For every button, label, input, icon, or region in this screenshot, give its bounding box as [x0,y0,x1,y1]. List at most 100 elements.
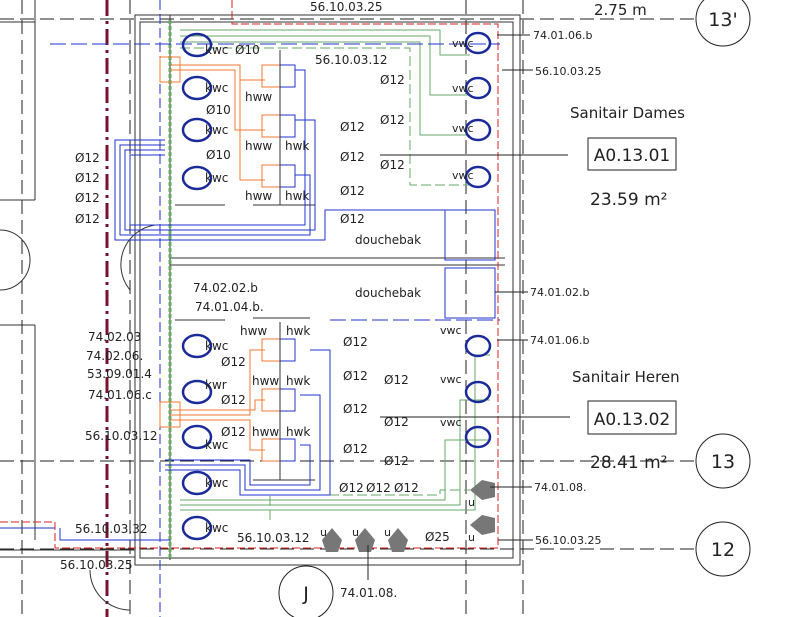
ref-tag: 74.01.06.c [88,388,152,402]
diameter-label: Ø12 [366,481,391,495]
area-label: 2.75 m [594,1,647,19]
fixture-label: kwc [205,521,228,535]
room-code-heren[interactable]: A0.13.02 [594,410,671,430]
fixture-label: hwk [286,425,310,439]
ref-tag: 56.10.03.12 [85,429,158,443]
fixture-label: kwc [205,43,228,57]
diameter-label: Ø12 [384,454,409,468]
diameter-label: Ø12 [343,442,368,456]
grid-label-j: J [302,583,309,605]
ref-tag: 74.01.08. [534,481,586,494]
fixture-label: hwk [285,139,309,153]
grid-bubbles [278,0,751,617]
fixture-label: kwc [205,81,228,95]
fixture-label: hwk [285,189,309,203]
fixture-label: vwc [440,416,462,429]
diameter-label: Ø12 [343,335,368,349]
fixture-label: u [352,526,359,539]
fixture-label: hwk [286,374,310,388]
fixture-label: vwc [452,82,474,95]
diameter-label: Ø12 [221,355,246,369]
orange-pipes [159,56,265,451]
diameter-label: Ø12 [340,184,365,198]
fixture-label: u [468,496,475,509]
diameter-label: Ø10 [206,103,231,117]
ref-tag: 56.10.03.32 [75,522,148,536]
fixture-label: u [468,531,475,544]
diameter-label: Ø12 [221,393,246,407]
diameter-label: Ø12 [380,73,405,87]
fixture-label: kwr [205,378,227,392]
diameter-label: Ø12 [380,113,405,127]
diameter-label: Ø12 [340,150,365,164]
room-code-dames[interactable]: A0.13.01 [594,146,671,166]
fixture-label: vwc [440,373,462,386]
fixture-label: hww [252,374,279,388]
blue-pipes [0,0,500,617]
ref-tag: 53.09.01.4 [87,367,152,381]
ref-tag: 74.02.06. [86,349,143,363]
fixture-label: u [320,526,327,539]
fixture-label: hww [245,189,272,203]
ref-tag: 74.01.06.b [530,334,589,347]
ref-tag: 74.01.02.b [530,286,589,299]
diameter-label: Ø12 [343,369,368,383]
fixture-label: kwc [205,476,228,490]
fixture-label: vwc [452,122,474,135]
sink-units [261,50,296,480]
fixture-label: kwc [205,123,228,137]
diameter-label: Ø12 [343,402,368,416]
leader-lines [367,34,570,580]
ref-tag: 74.02.02.b [193,281,258,295]
fixture-label: vwc [452,169,474,182]
ref-tag: 74.01.04.b. [195,300,264,314]
ref-tag: 56.10.03.12 [237,531,310,545]
fixture-label: kwc [205,339,228,353]
diameter-label: Ø12 [384,415,409,429]
lower-labels: 74.02.02.b 74.01.04.b. 74.02.03 74.02.06… [60,281,601,600]
diameter-label: Ø12 [221,425,246,439]
diameter-label: Ø12 [340,212,365,226]
fixture-label: hww [245,139,272,153]
grid-label-13: 13 [711,451,735,473]
ref-tag: 56.10.03.25 [535,534,601,547]
ref-tag: 56.10.03.25 [535,65,601,78]
ref-tag: 74.01.06.b [533,29,592,42]
fixture-label: hww [252,425,279,439]
fixture-label: kwc [205,438,228,452]
toilets-right [464,31,492,449]
diameter-label: Ø12 [75,171,100,185]
diameter-label: Ø12 [339,481,364,495]
ref-tag: 56.10.03.25 [60,558,133,572]
room-name-heren: Sanitair Heren [572,368,680,386]
fixture-label: hwk [286,324,310,338]
toilets-left [181,32,213,541]
grid-label-12: 12 [711,539,735,561]
ref-tag: 56.10.03.12 [315,53,388,67]
room-area-dames: 23.59 m² [590,190,667,210]
diameter-label: Ø12 [384,373,409,387]
upper-labels: kwc kwc kwc kwc Ø10 Ø10 Ø10 56.10.03.12 … [75,29,601,300]
fixture-label: u [384,526,391,539]
diameter-label: Ø10 [206,148,231,162]
fixture-label: hww [240,324,267,338]
ref-tag: 56.10.03.25 [310,0,383,14]
shower-label: douchebak [355,233,421,247]
diameter-label: Ø12 [394,481,419,495]
urinals [322,480,495,552]
diameter-label: Ø12 [75,191,100,205]
grid-lines [0,0,696,617]
grid-label-13-prime: 13' [708,9,737,31]
fixture-label: vwc [452,37,474,50]
fixture-label: kwc [205,171,228,185]
walls [0,0,521,611]
diameter-label: Ø25 [425,530,450,544]
diameter-label: Ø12 [75,151,100,165]
diameter-label: Ø10 [235,43,260,57]
red-pipes [0,0,499,549]
shower-label: douchebak [355,286,421,300]
diameter-label: Ø12 [75,212,100,226]
fixture-label: vwc [440,324,462,337]
